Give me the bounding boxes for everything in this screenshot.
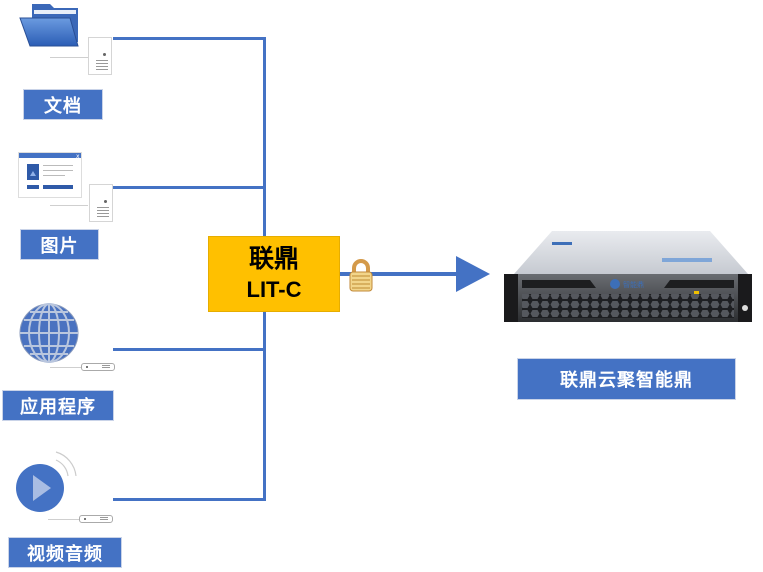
source-label-images: 图片 [20, 229, 99, 260]
globe-icon [19, 303, 79, 363]
target-label: 联鼎云聚智能鼎 [517, 358, 736, 400]
arrow-shaft [340, 272, 462, 276]
arrow-head-icon [456, 256, 490, 292]
usb-plug-icon [79, 515, 113, 523]
cable-line [48, 519, 80, 520]
lock-icon [349, 259, 373, 292]
server-brand-text: 智能鼎 [623, 280, 644, 289]
file-page-icon [89, 184, 113, 222]
connector-images [113, 186, 266, 189]
source-label-media: 视频音频 [8, 537, 122, 568]
cable-line [50, 57, 88, 58]
image-window-icon: x [18, 152, 82, 198]
connector-media [113, 498, 266, 501]
gateway-box: 联鼎 LIT-C [208, 236, 340, 312]
folder-icon [19, 4, 79, 47]
gateway-title: 联鼎 [248, 244, 299, 273]
cable-line [50, 205, 88, 206]
server-device-icon: 智能鼎 [504, 231, 752, 322]
cable-line [50, 367, 82, 368]
connector-docs [113, 37, 266, 40]
usb-plug-icon [81, 363, 115, 371]
gateway-model: LIT-C [246, 277, 302, 302]
file-page-icon [88, 37, 112, 75]
connector-apps [113, 348, 266, 351]
source-label-docs: 文档 [23, 89, 103, 120]
source-label-apps: 应用程序 [2, 390, 114, 421]
svg-text:x: x [76, 153, 80, 160]
play-icon [16, 451, 77, 512]
